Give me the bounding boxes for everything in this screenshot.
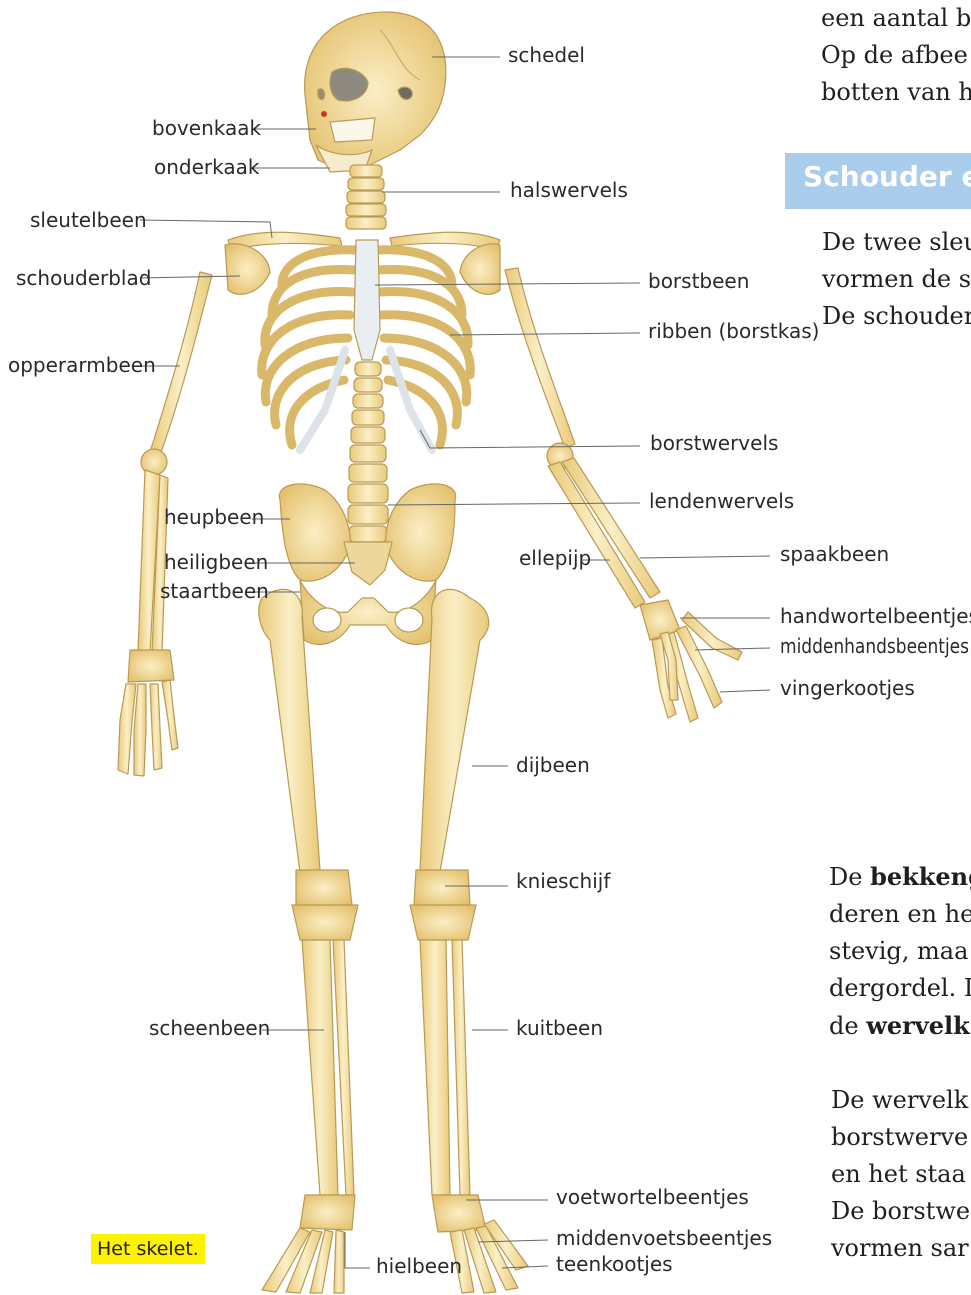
label-dijbeen: dijbeen: [516, 753, 590, 777]
skeleton: [118, 12, 742, 1293]
label-hielbeen: hielbeen: [376, 1254, 462, 1278]
label-knieschijf: knieschijf: [516, 869, 611, 893]
label-teenkootjes: teenkootjes: [556, 1252, 673, 1276]
leg-left: [259, 589, 358, 1293]
label-bovenkaak: bovenkaak: [152, 116, 261, 140]
paragraph-line: de wervelk: [829, 1007, 971, 1045]
label-staartbeen: staartbeen: [160, 579, 269, 603]
label-scheenbeen: scheenbeen: [149, 1016, 270, 1040]
paragraph-line: vormen sar: [831, 1230, 970, 1267]
label-sleutelbeen: sleutelbeen: [30, 208, 147, 232]
paragraph-line: deren en he: [829, 896, 971, 933]
label-onderkaak: onderkaak: [154, 155, 260, 179]
label-spaakbeen: spaakbeen: [780, 542, 889, 566]
paragraph-line: De twee sleu: [822, 224, 971, 261]
label-kuitbeen: kuitbeen: [516, 1016, 603, 1040]
label-middenhandsbeentjes: middenhandsbeentjes: [780, 634, 969, 658]
paragraph-spine: De wervelk borstwerve en het staa De bor…: [831, 1082, 970, 1267]
label-schedel: schedel: [508, 43, 585, 67]
section-heading: Schouder e: [803, 160, 971, 193]
skull: [305, 12, 446, 172]
figure-caption: Het skelet.: [91, 1234, 205, 1264]
label-ellepijp: ellepijp: [519, 546, 591, 570]
label-borstbeen: borstbeen: [648, 269, 749, 293]
paragraph-shoulder: De twee sleu vormen de s De schouder: [822, 224, 971, 335]
paragraph-line: stevig, maa: [829, 933, 971, 970]
paragraph-line: vormen de s: [822, 261, 971, 298]
intro-text: een aantal b Op de afbee botten van h: [821, 0, 971, 111]
label-handwortelbeentjes: handwortelbeentjes: [780, 604, 971, 628]
paragraph-line: De schouder: [822, 298, 971, 335]
paragraph-line: dergordel. I: [829, 970, 971, 1007]
intro-line: een aantal b: [821, 0, 971, 37]
cervical-spine: [346, 165, 386, 229]
label-lendenwervels: lendenwervels: [649, 489, 794, 513]
label-schouderblad: schouderblad: [16, 266, 151, 290]
label-heupbeen: heupbeen: [164, 505, 264, 529]
label-ribben: ribben (borstkas): [648, 319, 819, 343]
paragraph-line: De bekkeng: [829, 858, 971, 896]
label-halswervels: halswervels: [510, 178, 628, 202]
text-run: De: [829, 863, 870, 891]
spine-lower: [348, 362, 388, 542]
paragraph-line: en het staa: [831, 1156, 970, 1193]
sternum: [354, 240, 380, 360]
text-run: de: [829, 1012, 866, 1040]
label-opperarmbeen: opperarmbeen: [8, 353, 156, 377]
paragraph-line: De borstwe: [831, 1193, 970, 1230]
label-borstwervels: borstwervels: [650, 431, 778, 455]
bold-term: bekkeng: [870, 862, 971, 891]
label-vingerkootjes: vingerkootjes: [780, 676, 915, 700]
leg-right: [410, 589, 528, 1293]
label-middenvoetsbeentjes: middenvoetsbeentjes: [556, 1226, 772, 1250]
paragraph-pelvis: De bekkeng deren en he stevig, maa dergo…: [829, 858, 971, 1045]
bold-term: wervelk: [866, 1011, 970, 1040]
intro-line: Op de afbee: [821, 37, 971, 74]
label-voetwortelbeentjes: voetwortelbeentjes: [556, 1185, 749, 1209]
paragraph-line: borstwerve: [831, 1119, 970, 1156]
paragraph-line: De wervelk: [831, 1082, 970, 1119]
intro-line: botten van h: [821, 74, 971, 111]
label-heiligbeen: heiligbeen: [164, 550, 268, 574]
